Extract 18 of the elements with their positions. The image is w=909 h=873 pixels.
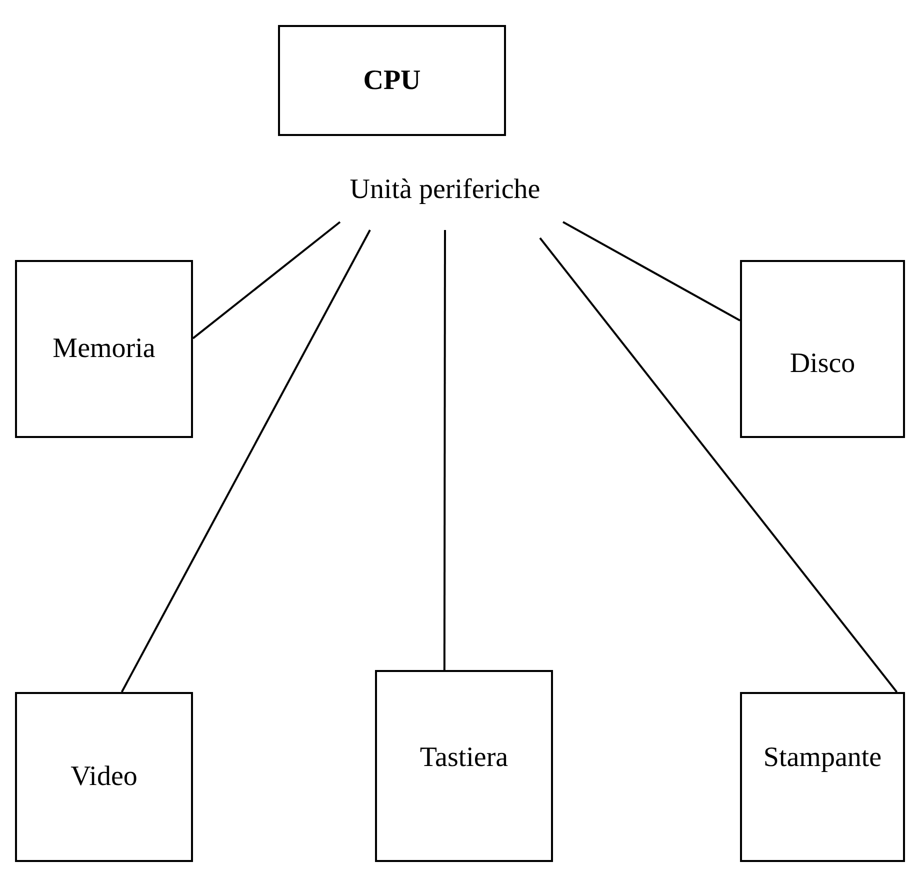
- box-label: Video: [70, 761, 138, 793]
- connector-line: [562, 221, 740, 322]
- connector-line: [443, 230, 446, 670]
- box-label: Memoria: [52, 333, 156, 365]
- connector-line: [120, 230, 371, 692]
- box-label: Disco: [790, 348, 856, 380]
- process-box: [15, 692, 193, 862]
- connector-line: [539, 237, 898, 693]
- box-label: Stampante: [763, 742, 882, 774]
- process-box: [740, 260, 905, 438]
- box-label: Tastiera: [420, 742, 508, 774]
- process-box: [15, 260, 193, 438]
- cpu-box: [278, 25, 506, 136]
- box-label: CPU: [363, 64, 421, 96]
- process-box: [375, 670, 553, 862]
- group-label: Unità periferiche: [350, 174, 540, 206]
- process-box: [740, 692, 905, 862]
- connector-line: [192, 221, 341, 340]
